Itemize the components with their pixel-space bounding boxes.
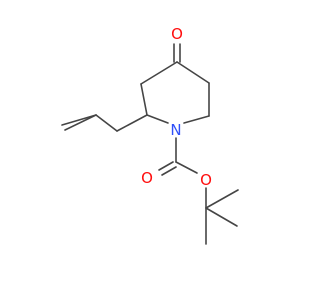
bond-c2-n1 (146, 114, 169, 124)
bond-allyl-ch2-ch (95, 114, 118, 132)
bond-c6-n1 (183, 115, 210, 124)
bond-c4-c5 (176, 61, 210, 84)
bond-c4-c3 (140, 61, 178, 85)
bond-carbamate-double-b (161, 166, 177, 176)
ketone-oxygen-label: O (171, 25, 183, 43)
bond-quaternary-c-methyl-right (205, 207, 238, 227)
nitrogen-label: N (170, 121, 181, 139)
bond-carbamate-c-ether-o (175, 161, 198, 174)
bond-c3-c2 (140, 83, 148, 116)
bond-quaternary-c-methyl-top (205, 189, 239, 209)
bond-carbamate-double-a (158, 161, 174, 171)
molecule-structure-diagram: O N O O (61, 25, 239, 245)
bond-allyl-double-a (64, 114, 97, 131)
bond-c2-allyl-ch2 (116, 114, 148, 132)
ether-oxygen-label: O (200, 171, 212, 189)
bond-allyl-double-b (61, 114, 97, 126)
carbonyl-oxygen-label: O (141, 169, 153, 187)
